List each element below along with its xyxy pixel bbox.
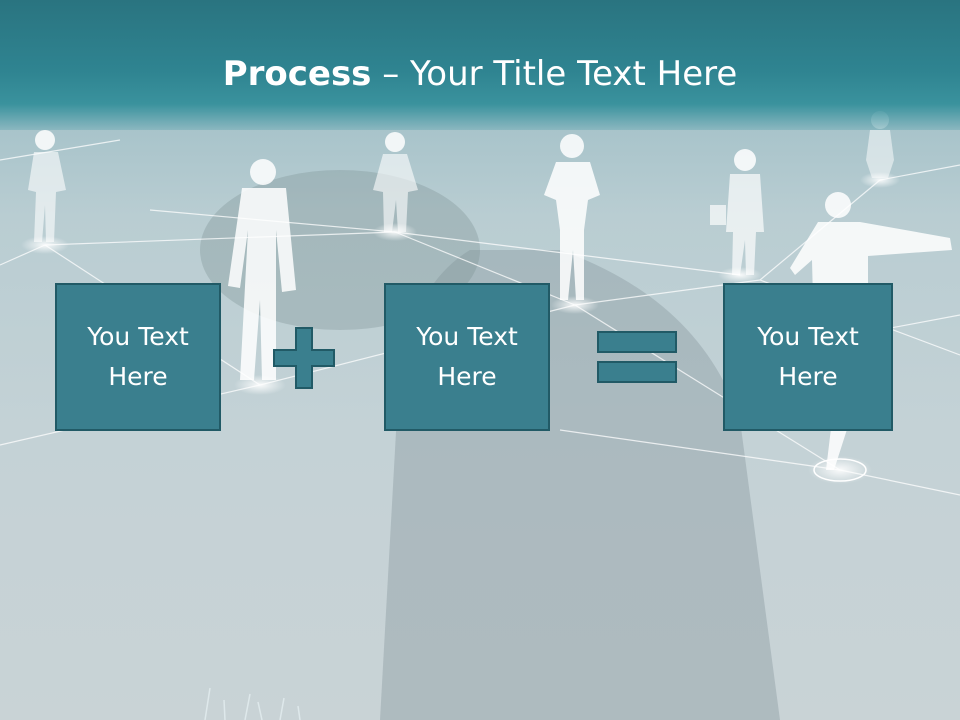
text-box-1-line2: Here bbox=[108, 362, 168, 391]
text-box-3[interactable]: You Text Here bbox=[723, 283, 893, 431]
slide-title: Process – Your Title Text Here bbox=[0, 52, 960, 96]
plus-icon bbox=[273, 327, 335, 389]
text-box-2[interactable]: You Text Here bbox=[384, 283, 550, 431]
title-bold: Process bbox=[222, 54, 372, 94]
equals-icon bbox=[597, 331, 677, 383]
text-box-2-line1: You Text bbox=[416, 322, 518, 351]
text-box-3-line1: You Text bbox=[757, 322, 859, 351]
text-box-3-line2: Here bbox=[778, 362, 838, 391]
text-box-2-line2: Here bbox=[437, 362, 497, 391]
text-box-1-line1: You Text bbox=[87, 322, 189, 351]
title-rest: – Your Title Text Here bbox=[371, 54, 738, 94]
title-bar bbox=[0, 0, 960, 130]
text-box-1[interactable]: You Text Here bbox=[55, 283, 221, 431]
